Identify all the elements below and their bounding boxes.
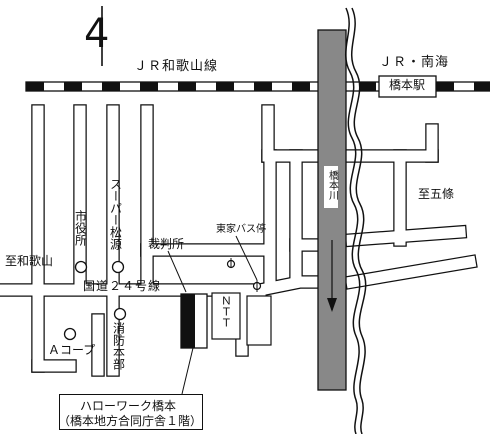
label-hashimoto-station: 橋本駅 bbox=[389, 78, 426, 92]
label-to-wakayama: 至和歌山 bbox=[5, 254, 54, 268]
label-jr-wakayama-line: ＪＲ和歌山線 bbox=[134, 59, 219, 74]
label-city-hall: 市役所 bbox=[73, 210, 88, 246]
label-ntt: ＮＴＴ bbox=[219, 295, 233, 328]
hellowork-callout: ハローワーク橋本 （橋本地方合同庁舎１階） bbox=[58, 394, 203, 430]
label-bus-stop: 東家バス停 bbox=[216, 224, 266, 235]
railway-line bbox=[25, 81, 490, 92]
label-jr-nankai: ＪＲ・南海 bbox=[379, 55, 450, 70]
label-fire-dept: 消防本部 bbox=[111, 322, 126, 370]
label-supermarket: スーパー松源 bbox=[108, 178, 123, 250]
callout-line-1: ハローワーク橋本 bbox=[80, 399, 177, 413]
callout-line-2: （橋本地方合同庁舎１階） bbox=[58, 414, 203, 428]
north-symbol: 4 bbox=[84, 11, 110, 57]
label-route-24: 国道２４号線 bbox=[83, 279, 162, 293]
label-court: 裁判所 bbox=[148, 237, 185, 251]
hashimoto-river bbox=[317, 7, 367, 434]
label-hashimoto-river: 橋本川 bbox=[326, 170, 338, 200]
landmarks bbox=[63, 75, 437, 395]
label-to-goshi: 至五條 bbox=[418, 187, 455, 201]
label-a-coop: Ａコープ bbox=[48, 343, 96, 357]
